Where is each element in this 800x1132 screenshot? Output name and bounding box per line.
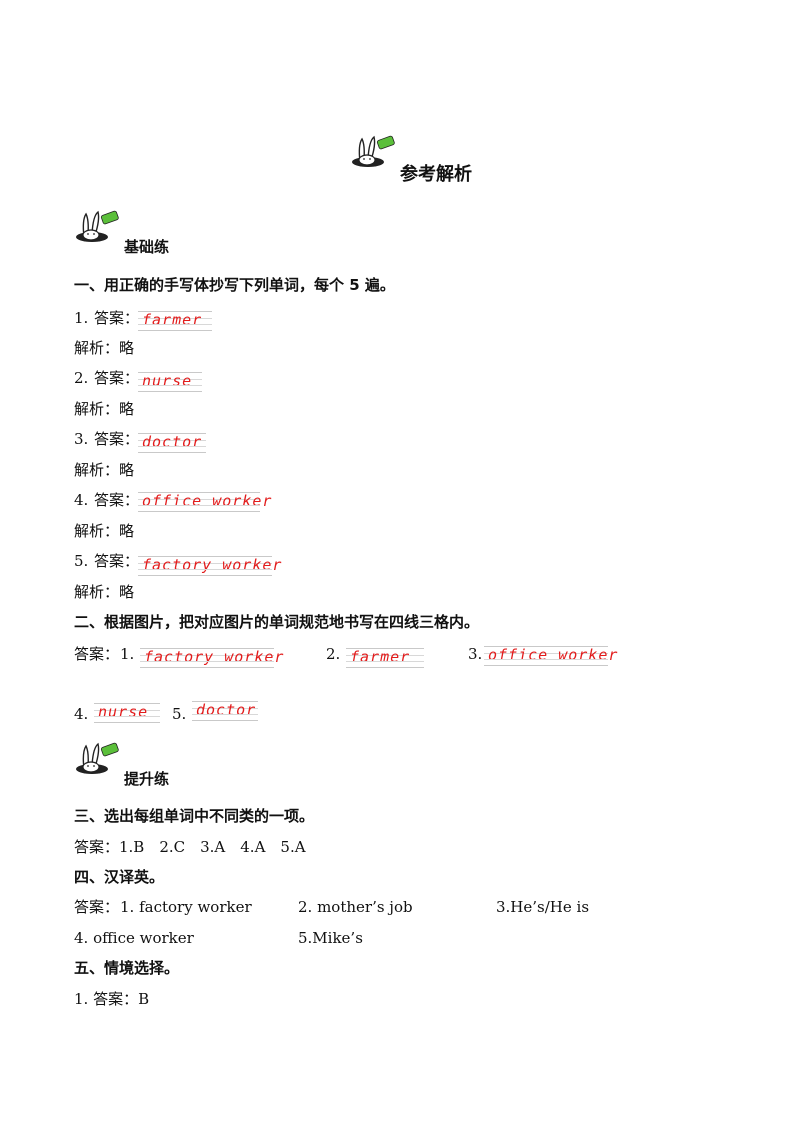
part1-item-num: 5.: [74, 552, 89, 570]
part2-heading: 二、根据图片，把对应图片的单词规范地书写在四线三格内。: [74, 613, 480, 631]
part4-item: 5.Mike’s: [298, 929, 363, 947]
writing-grid: farmer: [346, 648, 424, 668]
part1-analysis: 解析：略: [74, 400, 135, 418]
handwritten-word: factory worker: [144, 648, 285, 666]
part1-answer-label: 答案：: [94, 491, 140, 509]
writing-grid: farmer: [138, 311, 212, 331]
part1-item-num: 3.: [74, 430, 89, 448]
writing-grid: office worker: [484, 646, 617, 666]
handwritten-word: doctor: [142, 433, 203, 451]
header-bunny-icon: [350, 135, 396, 173]
handwritten-word: farmer: [142, 311, 203, 329]
part1-answer-label: 答案：: [94, 369, 140, 387]
handwritten-word: factory worker: [142, 556, 283, 574]
writing-grid: doctor: [138, 433, 206, 453]
part2-item-num: 2.: [326, 645, 341, 663]
part1-analysis: 解析：略: [74, 583, 135, 601]
part2-answer-label: 答案：: [74, 645, 120, 663]
handwritten-word: office worker: [488, 646, 619, 664]
writing-grid: factory worker: [140, 648, 283, 668]
part3-heading: 三、选出每组单词中不同类的一项。: [74, 807, 315, 825]
part4-item: 4. office worker: [74, 929, 194, 947]
writing-grid: factory worker: [138, 556, 281, 576]
part4-item: 3.He’s/He is: [496, 898, 590, 916]
part1-heading: 一、用正确的手写体抄写下列单词，每个 5 遍。: [74, 276, 395, 294]
page-title: 参考解析: [400, 164, 472, 185]
section-advanced-title: 提升练: [124, 770, 170, 788]
part2-item-num: 5.: [172, 705, 187, 723]
part1-item-num: 1.: [74, 309, 89, 327]
part5-heading: 五、情境选择。: [74, 959, 180, 977]
handwritten-word: nurse: [142, 372, 193, 390]
part1-item-num: 2.: [74, 369, 89, 387]
writing-grid: nurse: [94, 703, 160, 723]
part1-answer-label: 答案：: [94, 309, 140, 327]
part1-analysis: 解析：略: [74, 339, 135, 357]
part2-item-num: 4.: [74, 705, 89, 723]
part4-item: 2. mother’s job: [298, 898, 413, 916]
part4-item: 1. factory worker: [120, 898, 252, 916]
handwritten-word: doctor: [196, 701, 257, 719]
writing-grid: office worker: [138, 492, 271, 512]
writing-grid: doctor: [192, 701, 258, 721]
part4-answer-label: 答案：: [74, 898, 120, 916]
handwritten-word: farmer: [350, 648, 411, 666]
part1-analysis: 解析：略: [74, 522, 135, 540]
part1-item-num: 4.: [74, 491, 89, 509]
part1-answer-label: 答案：: [94, 552, 140, 570]
writing-grid: nurse: [138, 372, 202, 392]
handwritten-word: office worker: [142, 492, 273, 510]
part5-answer: 1. 答案：B: [74, 990, 150, 1008]
part3-answer: 答案：1.B 2.C 3.A 4.A 5.A: [74, 838, 306, 856]
section-bunny-icon: [74, 742, 120, 780]
section-bunny-icon: [74, 210, 120, 248]
handwritten-word: nurse: [98, 703, 149, 721]
section-basic-title: 基础练: [124, 238, 170, 256]
part1-answer-label: 答案：: [94, 430, 140, 448]
part4-heading: 四、汉译英。: [74, 868, 165, 886]
part2-item-num: 1.: [120, 645, 135, 663]
part2-item-num: 3.: [468, 645, 483, 663]
part1-analysis: 解析：略: [74, 461, 135, 479]
